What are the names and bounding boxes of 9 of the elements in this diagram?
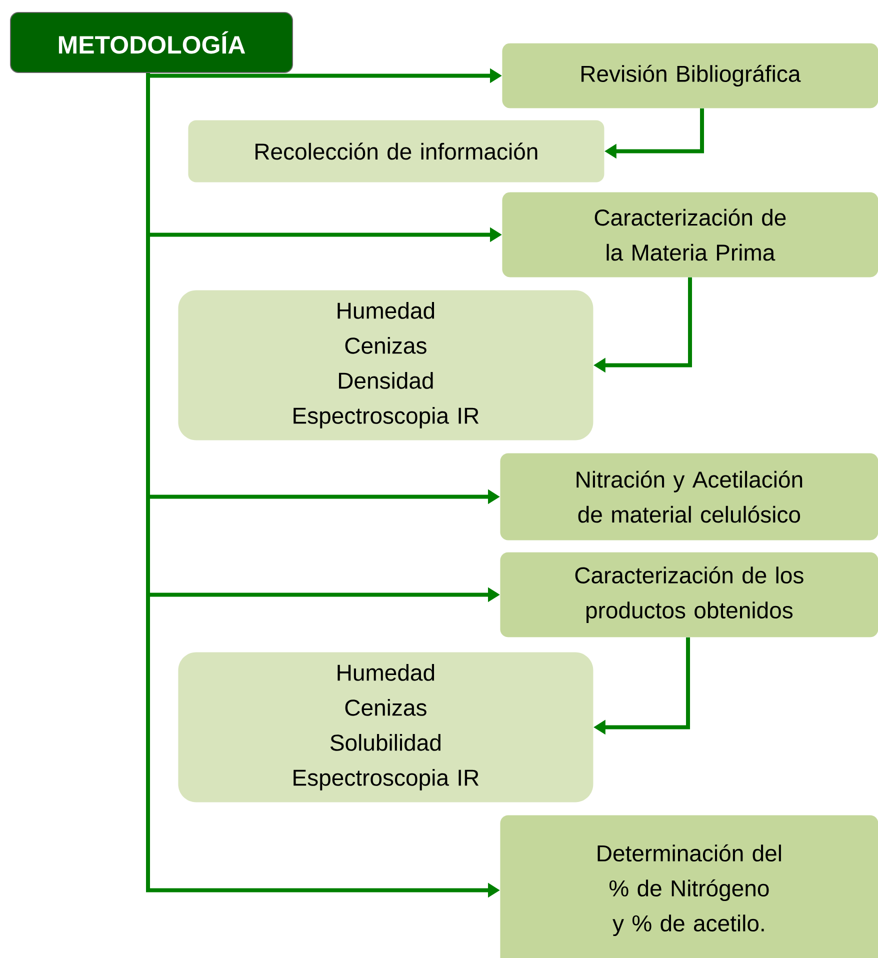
process-box: Nitración y Acetilación de material celulósico [500, 453, 878, 540]
process-box: Recolección de información [188, 120, 604, 182]
list-box: Humedad Cenizas Densidad Espectroscopia IR [178, 290, 594, 440]
list-box: Humedad Cenizas Solubilidad Espectroscopia IR [178, 652, 594, 802]
process-box: Caracterización de los productos obtenidos [500, 552, 878, 638]
process-box: Determinación del % de Nitrógeno y % de acetilo. [500, 815, 878, 958]
process-box: Caracterización de la Materia Prima [502, 192, 878, 278]
process-box: Revisión Bibliográfica [502, 43, 878, 108]
heading-box: METODOLOGÍA [10, 12, 293, 73]
